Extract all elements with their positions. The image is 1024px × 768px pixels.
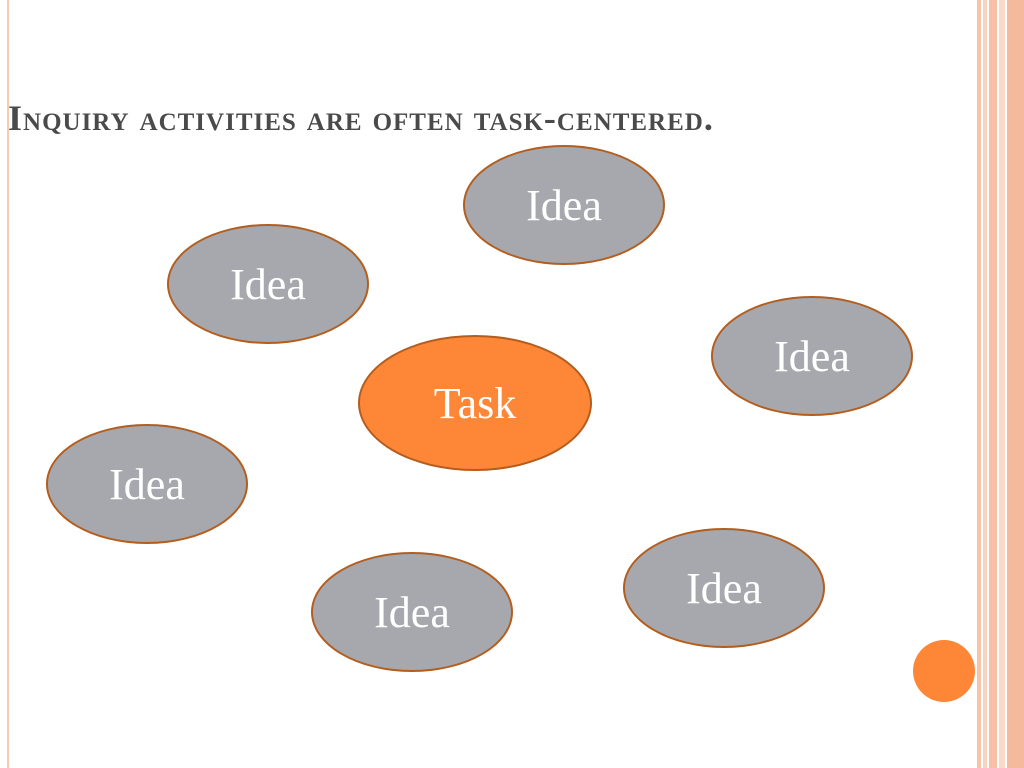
right-decorative-stripe: [999, 0, 1005, 768]
idea-node-upper-left: Idea: [167, 224, 369, 344]
left-divider-line: [7, 0, 9, 768]
idea-node-left: Idea: [46, 424, 248, 544]
decorative-circle-icon: [913, 640, 975, 702]
right-decorative-stripe: [989, 0, 997, 768]
slide-title: Inquiry activities are often task-center…: [8, 98, 714, 138]
idea-node-bottom: Idea: [311, 552, 513, 672]
idea-node-lower-right: Idea: [623, 528, 825, 648]
idea-node-right: Idea: [711, 296, 913, 416]
right-decorative-stripe: [983, 0, 987, 768]
task-node-center: Task: [358, 335, 592, 471]
right-decorative-stripe: [977, 0, 981, 768]
right-decorative-stripe: [1007, 0, 1024, 768]
idea-node-top: Idea: [463, 145, 665, 265]
